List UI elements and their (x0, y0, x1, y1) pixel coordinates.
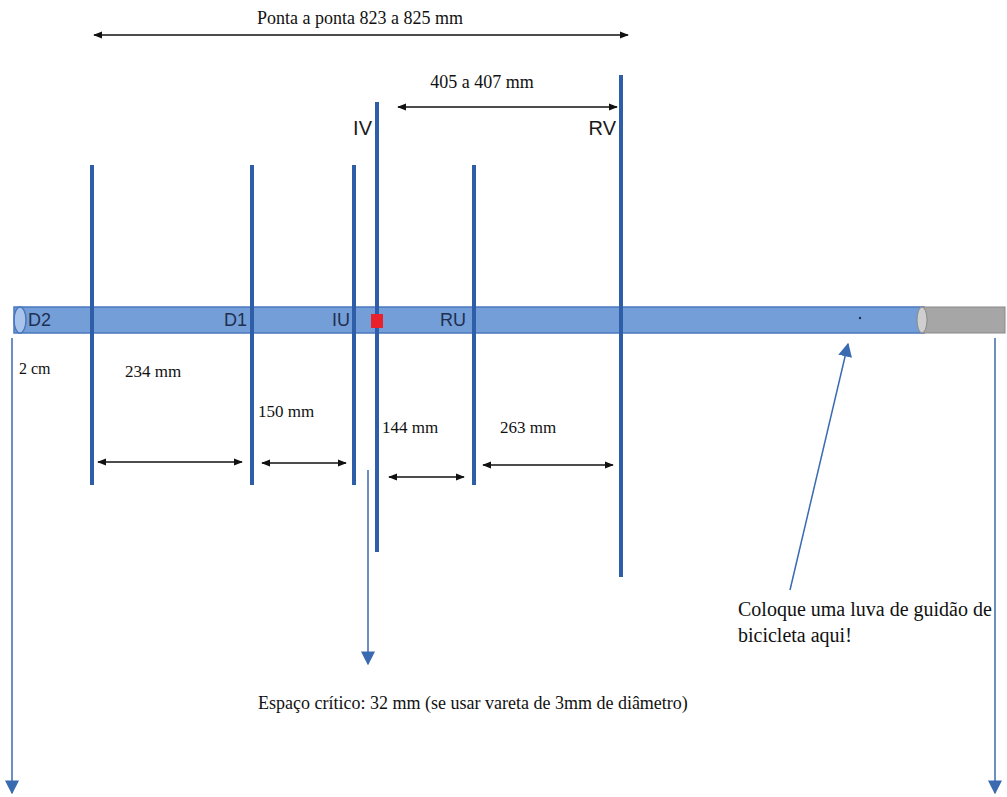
element-iu (352, 165, 356, 485)
dimension-line (98, 461, 242, 463)
element-name: IV (353, 117, 372, 140)
grip-sleeve (922, 307, 1005, 333)
dimension-line (398, 106, 617, 108)
dimension-text: 150 mm (258, 402, 314, 422)
note-text: Coloque uma luva de guidão de bicicleta … (738, 596, 1000, 648)
sleeve-end (917, 307, 927, 333)
element-name: RU (440, 310, 466, 331)
dimension-text: 2 cm (19, 360, 51, 378)
leader-line (11, 338, 13, 793)
dimension-text: 405 a 407 mm (430, 72, 534, 93)
element-d1 (250, 165, 254, 485)
element-name: IU (332, 310, 350, 331)
leader-line (367, 470, 369, 664)
boom-tube (14, 307, 924, 333)
boom-end (14, 307, 26, 333)
dimension-line (262, 462, 346, 464)
leader-line (994, 338, 996, 793)
dimension-text: 234 mm (125, 362, 181, 382)
leader-line (790, 344, 848, 590)
element-name: D2 (28, 310, 51, 331)
dot (859, 317, 861, 319)
dimension-line (94, 34, 628, 36)
dimension-text: Ponta a ponta 823 a 825 mm (257, 8, 463, 29)
dimension-line (389, 476, 464, 478)
element-ru (472, 165, 476, 485)
dimension-text: 263 mm (500, 418, 556, 438)
dimension-line (483, 464, 613, 466)
element-name: RV (589, 117, 616, 140)
element-rv (619, 75, 623, 577)
leader-arrows (12, 338, 995, 793)
dimension-arrows (94, 35, 628, 477)
note-text: Espaço crítico: 32 mm (se usar vareta de… (258, 693, 688, 714)
dimension-text: 144 mm (382, 418, 438, 438)
element-name: D1 (224, 310, 247, 331)
element-d2 (90, 165, 94, 485)
feed-point (371, 314, 383, 328)
antenna-elements (92, 75, 621, 577)
